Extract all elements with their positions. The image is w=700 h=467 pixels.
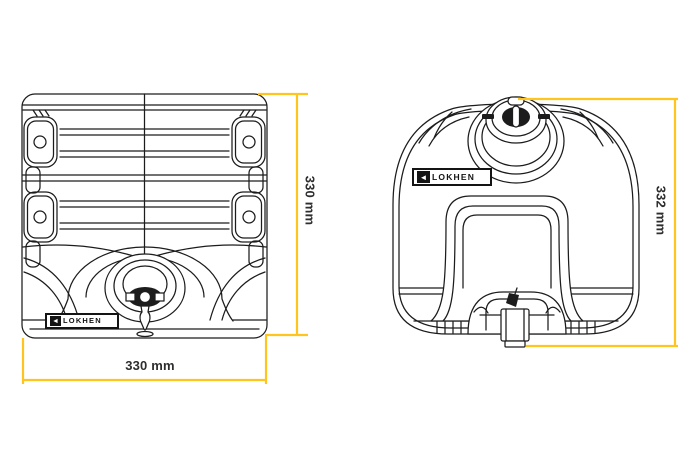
side-height-dimension-label: 332 mm <box>653 185 669 236</box>
front-view-drawing <box>21 93 268 339</box>
cap-wing-curves <box>418 108 614 147</box>
brand-arrow-icon: ◄ <box>50 316 61 326</box>
front-corner-ridges <box>32 109 257 117</box>
mount-hole-bottom-right <box>242 210 256 224</box>
mount-hole-top-right <box>242 135 256 149</box>
side-recessed-panel <box>430 195 584 322</box>
side-spout-assembly <box>467 287 567 348</box>
front-brand-plate: ◄ LOKHEN <box>45 313 119 329</box>
mount-hole-top-left <box>33 135 47 149</box>
front-height-dimension-label: 330 mm <box>302 175 318 226</box>
brand-arrow-icon: ◄ <box>417 171 430 183</box>
front-width-dimension-line <box>21 335 268 384</box>
side-view-drawing <box>392 96 640 348</box>
front-tap-assembly <box>56 246 234 338</box>
dimension-lines <box>21 92 678 384</box>
front-corner-mounts <box>23 116 266 268</box>
front-rib-lines <box>22 128 267 230</box>
front-width-dimension-label: 330 mm <box>125 358 175 373</box>
side-height-dimension-line <box>518 97 678 348</box>
side-base-ticks <box>436 321 596 334</box>
mount-hole-bottom-left <box>33 210 47 224</box>
spout-lever <box>506 293 519 307</box>
side-filler-cap <box>418 96 614 184</box>
front-molded-curves <box>23 257 266 321</box>
tap-nozzle <box>139 305 151 331</box>
side-brand-plate: ◄ LOKHEN <box>412 168 492 186</box>
front-brand-label: LOKHEN <box>63 316 102 326</box>
front-height-dimension-line <box>258 92 308 337</box>
side-brand-label: LOKHEN <box>432 171 476 182</box>
spout-housing <box>500 308 530 342</box>
